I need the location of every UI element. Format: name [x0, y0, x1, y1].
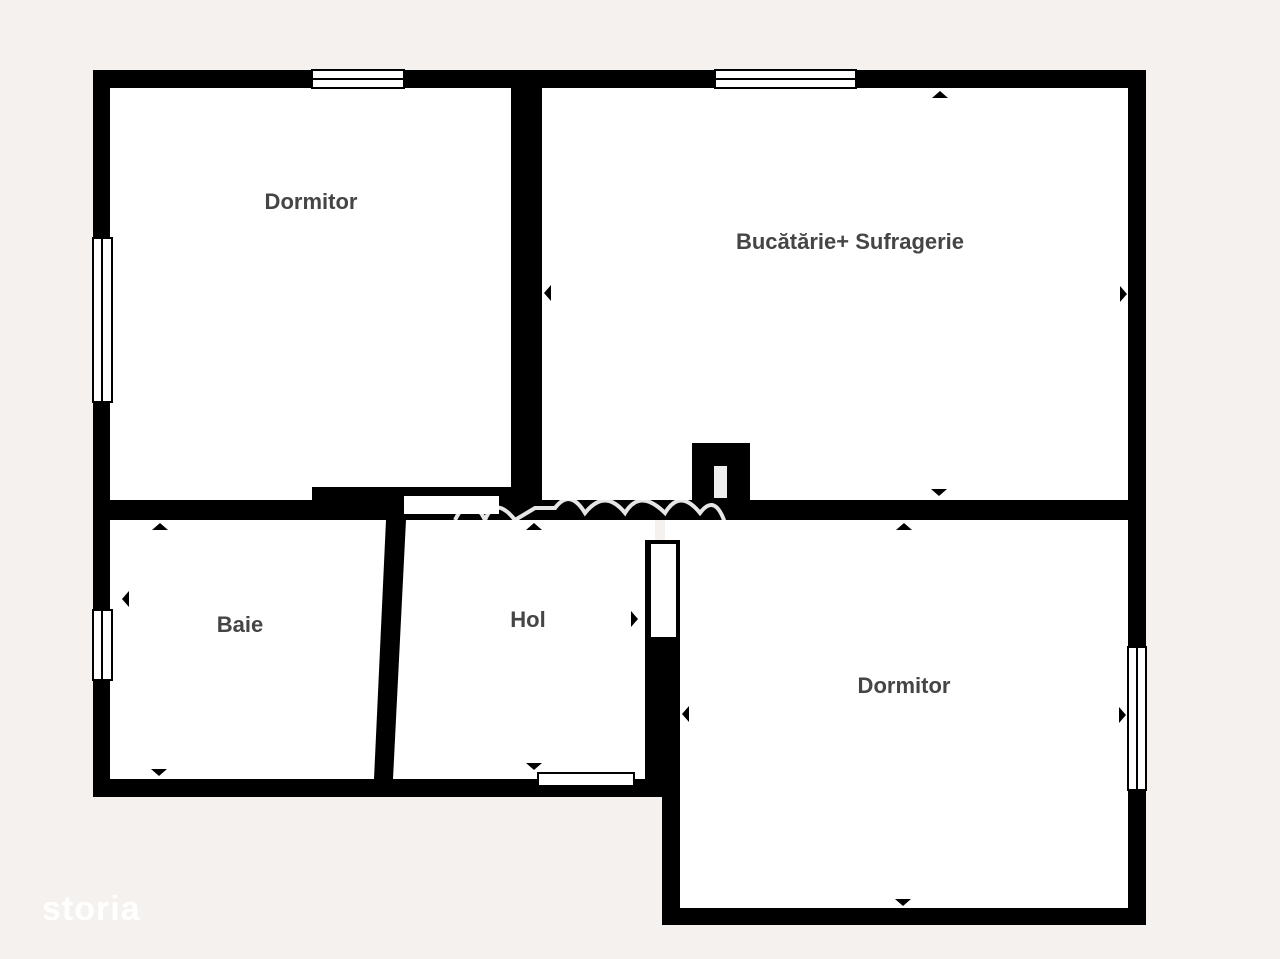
- wall-left: [93, 70, 110, 797]
- room-label-dormitor: Dormitor: [264, 189, 358, 214]
- marker-arrow-left: [682, 706, 689, 722]
- room-floor-kitchen-living: [530, 80, 1135, 505]
- marker-arrow-down: [931, 489, 947, 496]
- watermark: [453, 497, 727, 525]
- wall-bottom-right: [662, 908, 1146, 925]
- marker-arrow-down: [895, 899, 911, 906]
- marker-arrow-up: [152, 523, 168, 530]
- wall-right: [1128, 70, 1146, 925]
- door-hol-top: [402, 494, 501, 516]
- marker-arrow-left: [544, 285, 551, 301]
- room-label-hol: Hol: [510, 607, 546, 632]
- marker-arrow-right: [1119, 707, 1126, 723]
- window-hol-bottom: [537, 772, 635, 787]
- room-label-bucatarie-sufragerie: Bucătărie+ Sufragerie: [735, 229, 965, 254]
- room-label-baie: Baie: [216, 612, 264, 637]
- marker-arrow-up: [896, 523, 912, 530]
- wall-center-vertical: [511, 88, 542, 500]
- marker-arrow-right: [631, 611, 638, 627]
- room-label-dormitor-2: Dormitor: [857, 673, 951, 698]
- wall-bottom-left: [93, 779, 680, 797]
- door-hol-right: [649, 542, 678, 639]
- marker-arrow-down: [151, 769, 167, 776]
- room-floor-dormitor-1: [100, 80, 520, 505]
- wall-baie-hol: [374, 520, 406, 779]
- marker-arrow-up: [932, 91, 948, 98]
- room-floor-baie: [100, 515, 390, 785]
- marker-arrow-down: [526, 763, 542, 770]
- marker-arrow-left: [122, 591, 129, 607]
- room-floor-dormitor-2: [665, 515, 1135, 915]
- chimney-void: [714, 466, 727, 498]
- wall-top: [93, 70, 1146, 88]
- room-floor-hol: [385, 515, 655, 780]
- marker-arrow-right: [1120, 286, 1127, 302]
- marker-arrow-up: [526, 523, 542, 530]
- storia-logo: storia: [42, 890, 141, 928]
- wall-center-horizontal: [93, 500, 1146, 520]
